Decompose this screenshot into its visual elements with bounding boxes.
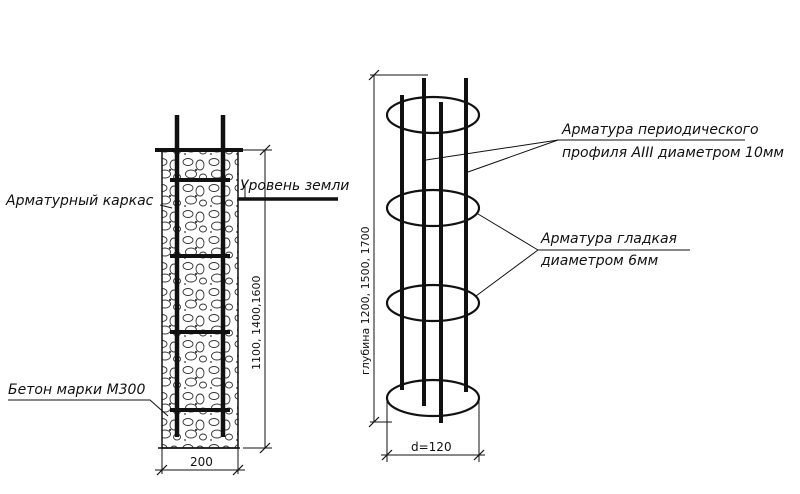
hoop-ring (385, 188, 481, 228)
depth-dimension (368, 69, 428, 428)
ground-label: Уровень земли (240, 178, 349, 194)
pile-section: Арматурный каркас Уровень земли Бетон ма… (5, 115, 349, 476)
rebar-cage (170, 115, 230, 437)
height-value: 1100, 1400,1600 (250, 276, 263, 370)
hoop-ring (385, 378, 481, 418)
hoop-ring (385, 95, 481, 135)
smooth-leader (477, 213, 539, 251)
height-dimension (243, 144, 272, 454)
ribbed-leader (425, 139, 559, 161)
diameter-value: d=120 (411, 440, 452, 454)
width-value: 200 (190, 455, 213, 469)
ribbed-rebar-label-line2: профиля AIII диаметром 10мм (562, 145, 784, 161)
diameter-dimension (381, 398, 485, 462)
smooth-rebar-label-line1: Арматура гладкая (540, 231, 677, 247)
concrete-body (161, 149, 239, 449)
hoop-ring (385, 283, 481, 323)
concrete-label: Бетон марки М300 (8, 382, 145, 398)
frame-leader (159, 204, 173, 209)
width-dimension (155, 448, 245, 476)
smooth-rebar-label-line2: диаметром 6мм (540, 253, 659, 269)
rebar-cage-view: Арматура периодического профиля AIII диа… (359, 69, 784, 462)
frame-label: Арматурный каркас (5, 193, 154, 209)
concrete-leader (8, 399, 169, 417)
depth-value: глубина 1200, 1500, 1700 (359, 226, 372, 375)
ribbed-leader (467, 139, 559, 173)
ribbed-rebar-label-line1: Арматура периодического (561, 122, 759, 138)
smooth-leader (475, 249, 539, 297)
